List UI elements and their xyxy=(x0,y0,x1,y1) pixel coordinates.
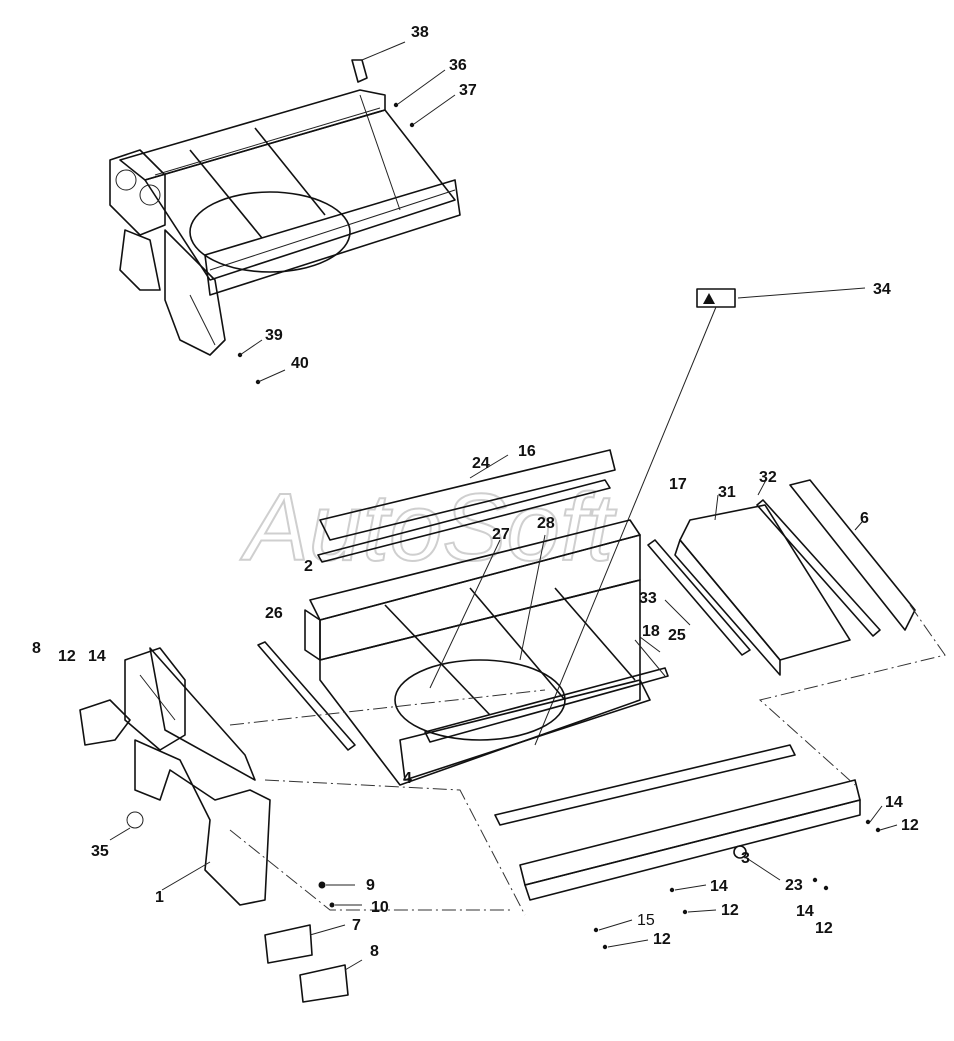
warning-decal xyxy=(534,287,866,746)
callout-31: 31 xyxy=(718,484,736,501)
callout-24: 24 xyxy=(472,455,490,472)
callout-36: 36 xyxy=(449,57,467,74)
left-side-panel xyxy=(79,647,271,906)
lower-channel xyxy=(494,744,898,950)
callout-9: 9 xyxy=(366,877,375,894)
callout-7: 7 xyxy=(352,917,361,934)
callout-34: 34 xyxy=(873,281,891,298)
callout-40: 40 xyxy=(291,355,309,372)
callout-23: 23 xyxy=(785,877,803,894)
loose-rails xyxy=(257,479,916,751)
callout-14-center: 14 xyxy=(710,878,728,895)
callout-35: 35 xyxy=(91,843,109,860)
callout-26: 26 xyxy=(265,605,283,622)
assembly-centerlines xyxy=(229,604,946,916)
callout-12-right: 12 xyxy=(901,817,919,834)
callout-2: 2 xyxy=(304,558,313,575)
callout-14-right: 14 xyxy=(885,794,903,811)
callout-12-left: 12 xyxy=(58,648,76,665)
callout-10: 10 xyxy=(371,899,389,916)
callout-labels: 38 36 37 34 39 40 16 24 17 31 32 6 27 28… xyxy=(32,24,919,960)
callout-18: 18 xyxy=(642,623,660,640)
callout-37: 37 xyxy=(459,82,477,99)
callout-16: 16 xyxy=(518,443,536,460)
callout-39: 39 xyxy=(265,327,283,344)
callout-38: 38 xyxy=(411,24,429,41)
brackets xyxy=(264,881,363,1003)
callout-27: 27 xyxy=(492,526,510,543)
callout-33: 33 xyxy=(639,590,657,607)
callout-25: 25 xyxy=(668,627,686,644)
callout-14-left: 14 xyxy=(88,648,106,665)
callout-4: 4 xyxy=(403,770,412,787)
callout-32: 32 xyxy=(759,469,777,486)
main-tub-assembly xyxy=(304,449,669,786)
assembled-frame-top xyxy=(109,41,461,385)
leader-lines xyxy=(429,454,863,689)
callout-17: 17 xyxy=(669,476,687,493)
callout-12-center: 12 xyxy=(721,902,739,919)
watermark-text: AutoSoft xyxy=(240,474,617,581)
callout-12-lower-right: 12 xyxy=(815,920,833,937)
callout-3: 3 xyxy=(741,850,750,867)
callout-8-bottom: 8 xyxy=(370,943,379,960)
callout-6: 6 xyxy=(860,510,869,527)
callout-28: 28 xyxy=(537,515,555,532)
callout-15: 15 xyxy=(637,912,655,929)
callout-14-lower-right: 14 xyxy=(796,903,814,920)
callout-12-bottom: 12 xyxy=(653,931,671,948)
callout-1: 1 xyxy=(155,889,164,906)
callout-8-top: 8 xyxy=(32,640,41,657)
